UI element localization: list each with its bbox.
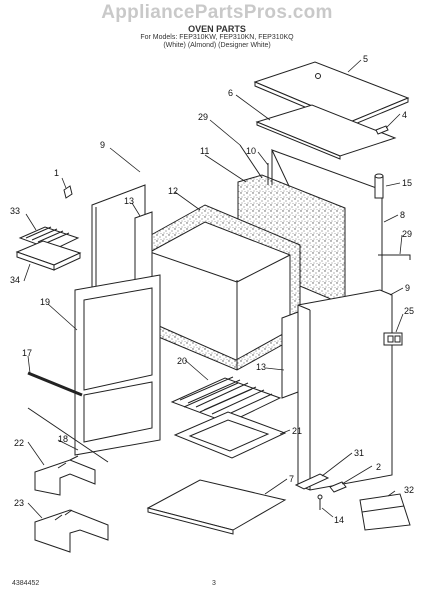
callout-34: 34 (10, 275, 20, 285)
part-20-oven-rack (170, 376, 282, 424)
part-18-element-lines (27, 407, 109, 463)
callout-7: 7 (289, 474, 294, 484)
document-part-number: 4384452 (12, 580, 40, 587)
callout-12: 12 (168, 186, 178, 196)
callout-17: 17 (22, 348, 32, 358)
callout-29-top: 29 (198, 112, 208, 122)
callout-8: 8 (400, 210, 405, 220)
part-34-broil-pan (15, 240, 82, 271)
part-31-bracket (294, 473, 330, 490)
part-17-door-gasket (27, 371, 83, 397)
callout-13-right: 13 (256, 362, 266, 372)
color-list: (White) (Almond) (Designer White) (163, 42, 271, 49)
callout-32: 32 (404, 485, 414, 495)
callout-9-right: 9 (405, 283, 410, 293)
callout-19: 19 (40, 297, 50, 307)
part-6-inner-top (255, 104, 397, 160)
callout-31: 31 (354, 448, 364, 458)
callout-18: 18 (58, 434, 68, 444)
part-29-vent-rod (239, 144, 263, 179)
callout-20: 20 (177, 356, 187, 366)
leader-lines (23, 59, 404, 519)
part-23-broil-element (34, 509, 109, 553)
model-list: For Models: FEP310KW, FEP310KN, FEP310KQ (140, 34, 294, 41)
part-9-right-side-panel (297, 289, 393, 491)
watermark: AppliancePartsPros.com (101, 2, 333, 23)
callout-5: 5 (363, 54, 368, 64)
part-10-bracket (267, 163, 273, 185)
callout-1: 1 (54, 168, 59, 178)
callout-33: 33 (10, 206, 20, 216)
part-29-vent-tube-right (378, 254, 411, 260)
part-13-right-bracket (281, 311, 299, 399)
diagram-title: OVEN PARTS (188, 24, 246, 34)
part-15-leg (374, 173, 384, 199)
callout-labels: 1 2 4 5 6 7 8 9 9 10 11 12 13 13 14 15 1… (10, 54, 414, 525)
part-1-clip (63, 185, 73, 199)
callout-4: 4 (402, 110, 407, 120)
callout-29-right: 29 (402, 229, 412, 239)
part-25-terminal-block (383, 332, 403, 346)
part-33-broil-pan-grid (18, 226, 80, 251)
callout-25: 25 (404, 306, 414, 316)
part-2-clip (329, 481, 347, 493)
callout-13-left: 13 (124, 196, 134, 206)
callout-15: 15 (402, 178, 412, 188)
callout-2: 2 (376, 462, 381, 472)
page-number: 3 (212, 580, 216, 587)
callout-9-left: 9 (100, 140, 105, 150)
part-7-bottom-panel (146, 479, 287, 535)
callout-23: 23 (14, 498, 24, 508)
callout-14: 14 (334, 515, 344, 525)
callout-11: 11 (200, 146, 209, 156)
part-32-shield (359, 493, 411, 531)
part-19-front-frame (74, 274, 161, 456)
part-22-bake-element (34, 455, 96, 496)
callout-21: 21 (292, 426, 302, 436)
part-14-screw (317, 494, 323, 510)
part-21-oven-bottom (173, 411, 287, 459)
callout-6: 6 (228, 88, 233, 98)
part-4-clip (375, 125, 389, 135)
callout-10: 10 (246, 146, 256, 156)
callout-22: 22 (14, 438, 24, 448)
